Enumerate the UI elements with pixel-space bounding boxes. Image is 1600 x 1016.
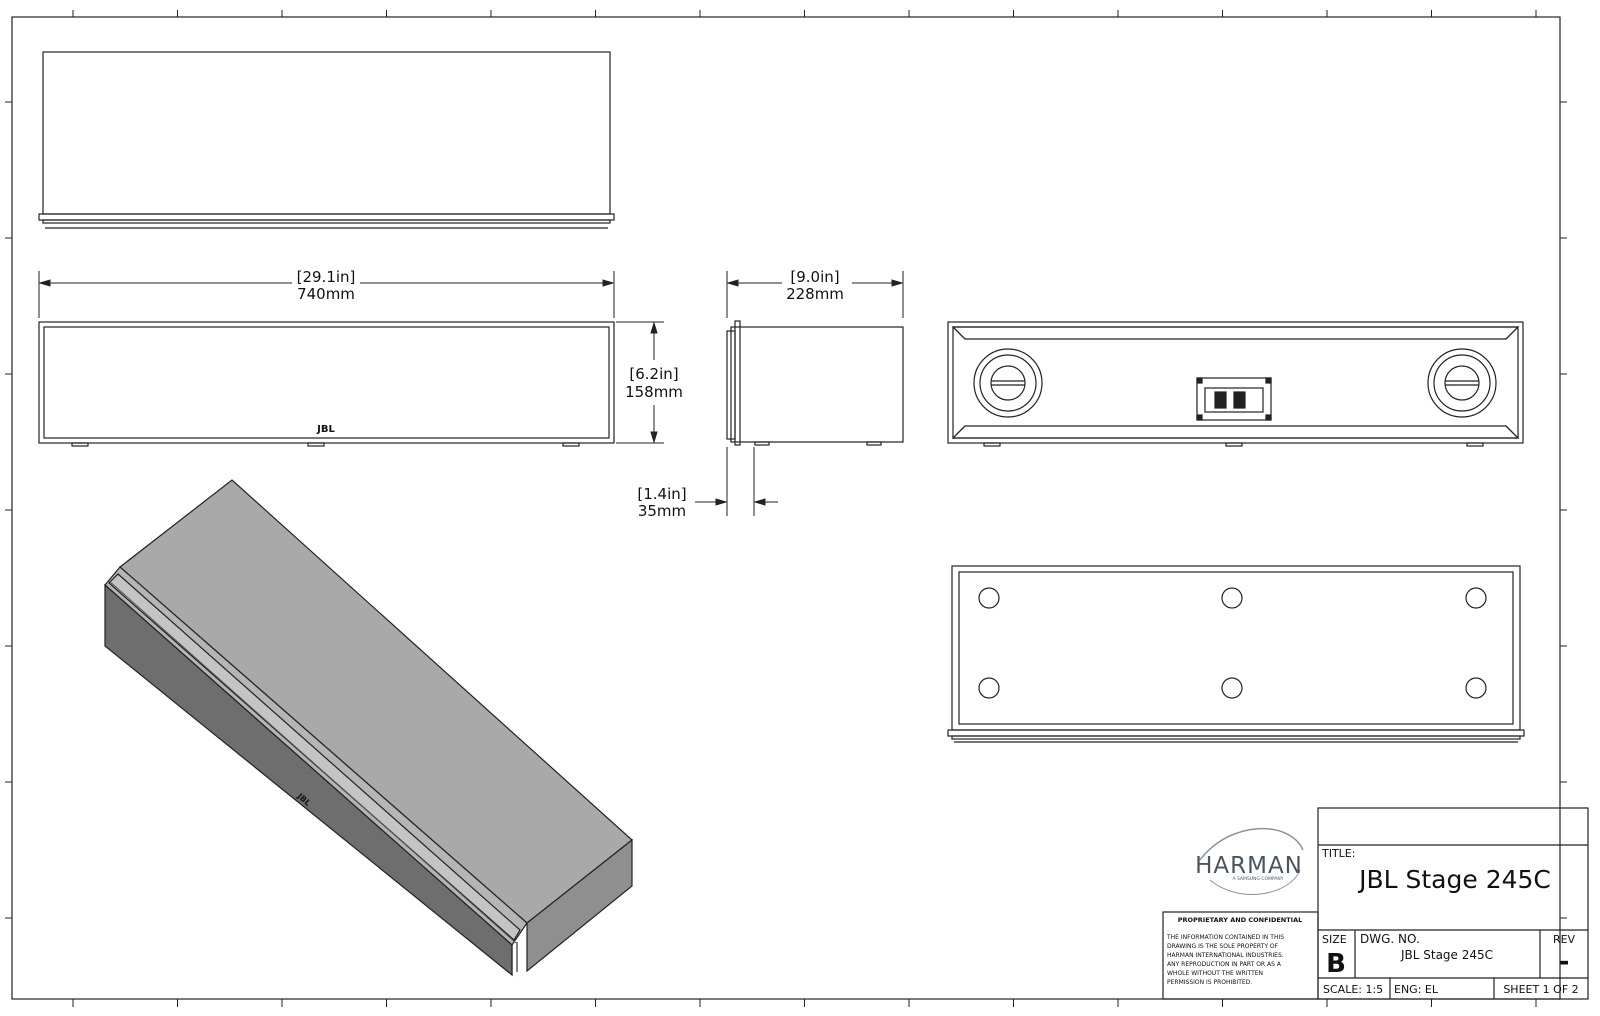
rev-label: REV [1553,933,1576,946]
bottom-view [947,565,1525,743]
top-view [38,51,615,229]
front-logo: JBL [316,424,335,435]
size-label: SIZE [1322,933,1347,946]
proprietary-line: PERMISSION IS PROHIBITED. [1167,979,1252,986]
company-sub: A SAMSUNG COMPANY [1232,876,1283,882]
height-mm: 158mm [625,383,683,401]
drawing-title: JBL Stage 245C [1357,865,1551,894]
grille-mm: 35mm [638,502,686,520]
grille-in: [1.4in] [637,485,686,503]
proprietary-line: WHOLE WITHOUT THE WRITTEN [1167,970,1263,977]
title-label: TITLE: [1321,847,1355,860]
bottom-feet [978,587,1487,699]
size-value: B [1326,949,1346,979]
scale: SCALE: 1:5 [1323,983,1383,996]
depth-in: [9.0in] [790,268,839,286]
width-mm: 740mm [297,285,355,303]
proprietary-line: HARMAN INTERNATIONAL INDUSTRIES. [1167,952,1284,959]
dwg-value: JBL Stage 245C [1400,948,1493,962]
side-view [726,320,904,446]
sheet-number: SHEET 1 OF 2 [1503,983,1578,996]
title-block [1162,807,1589,1000]
width-dimension [38,271,615,318]
width-in: [29.1in] [297,268,356,286]
engineer: ENG: EL [1394,983,1439,996]
front-view [38,321,615,447]
proprietary-heading: PROPRIETARY AND CONFIDENTIAL [1178,916,1303,924]
proprietary-line: THE INFORMATION CONTAINED IN THIS [1166,934,1284,941]
depth-mm: 228mm [786,285,844,303]
height-in: [6.2in] [629,365,678,383]
rev-value: - [1559,947,1570,977]
depth-dimension [726,271,904,318]
border-ticks [5,10,1567,1007]
company-name: HARMAN [1195,853,1303,879]
proprietary-line: DRAWING IS THE SOLE PROPERTY OF [1167,943,1279,950]
height-dimension [616,321,664,444]
isometric-view [104,479,633,977]
grille-dimension [695,447,778,516]
dwg-label: DWG. NO. [1360,932,1420,946]
rear-port-right [1427,348,1497,418]
sheet-border [11,16,1561,1000]
rear-port-left [973,348,1043,418]
rear-view [947,321,1524,447]
rear-terminal [1196,377,1272,421]
proprietary-line: ANY REPRODUCTION IN PART OR AS A [1167,961,1282,968]
harman-logo: HARMAN A SAMSUNG COMPANY [1195,828,1304,895]
